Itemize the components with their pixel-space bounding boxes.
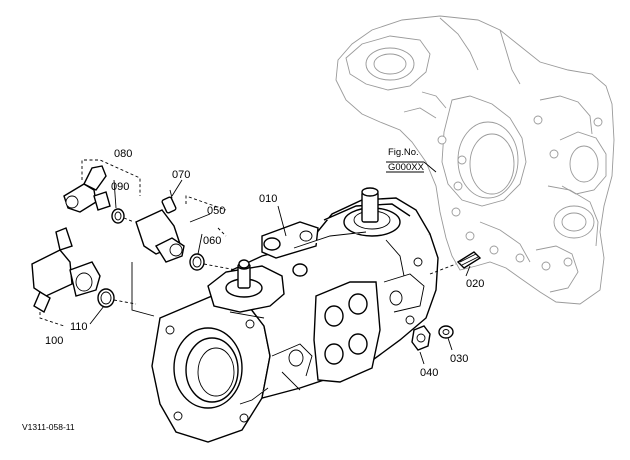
fig-no-label: Fig.No. — [388, 147, 419, 158]
hydraulic-pump-assembly — [151, 187, 439, 443]
label-080: 080 — [114, 148, 132, 160]
label-100: 100 — [45, 335, 63, 347]
drawing-code: V1311-058-11 — [22, 422, 75, 432]
label-090: 090 — [111, 181, 129, 193]
figure-number-box: Fig.No. G000XX — [386, 147, 437, 173]
part-030-washer — [438, 325, 454, 339]
part-020-stud — [429, 251, 482, 275]
label-110: 110 — [70, 321, 88, 333]
label-010: 010 — [259, 193, 277, 205]
label-020: 020 — [466, 278, 484, 290]
part-080-elbow-fitting — [63, 159, 141, 224]
label-070: 070 — [172, 169, 190, 181]
part-100-tee-fitting — [31, 227, 155, 327]
leader-lines — [89, 179, 471, 365]
part-040-nut — [411, 325, 431, 351]
label-030: 030 — [450, 353, 468, 365]
fig-no-value: G000XX — [388, 162, 425, 173]
label-040: 040 — [420, 367, 438, 379]
label-060: 060 — [203, 235, 221, 247]
part-050-fitting-assembly — [135, 189, 237, 271]
transmission-housing-outline — [335, 15, 615, 305]
part-labels: 010 020 030 040 050 060 070 080 090 100 … — [45, 148, 484, 379]
label-050: 050 — [207, 205, 225, 217]
